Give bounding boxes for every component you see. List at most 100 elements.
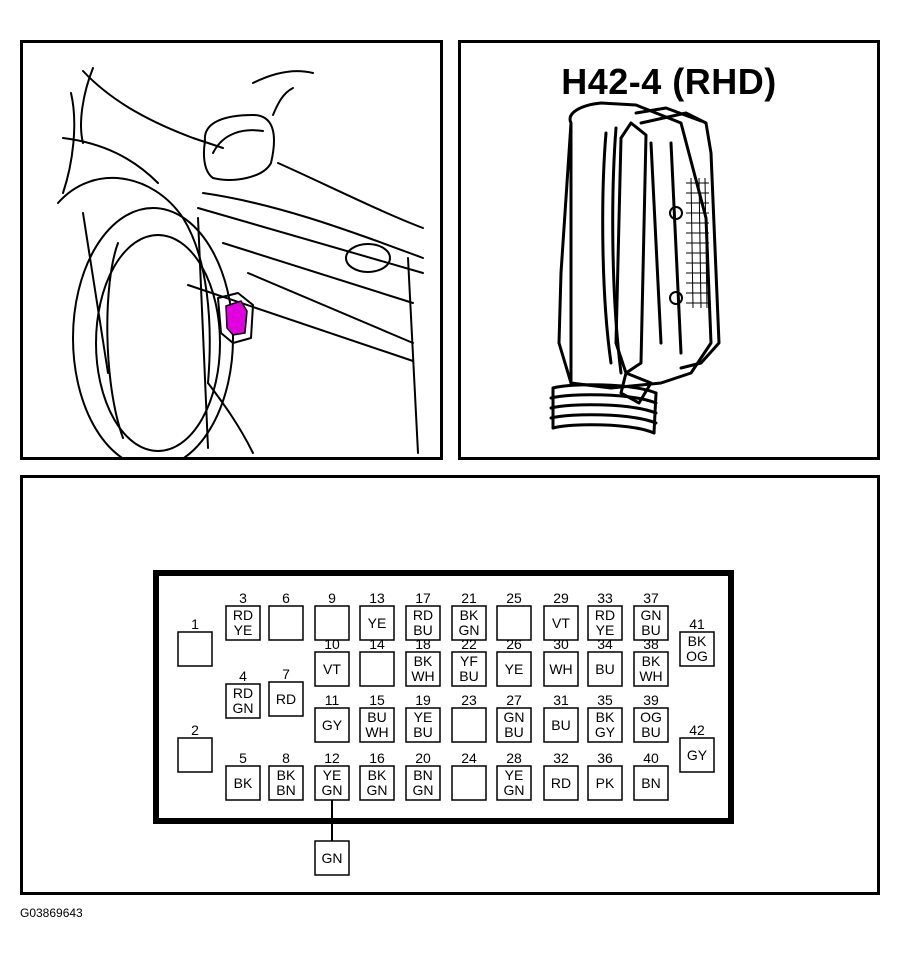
wire-color-label: BK: [368, 767, 387, 783]
wire-color-label: YE: [596, 622, 615, 638]
wire-color-label: BK: [688, 633, 707, 649]
wire-color-label: GY: [687, 747, 708, 763]
wire-color-label: VT: [552, 615, 570, 631]
pin-cavity: [177, 737, 213, 773]
pin-number: 30: [553, 636, 569, 652]
wire-color-label: YE: [234, 622, 253, 638]
pin-cavity: [451, 651, 487, 687]
pin-cavity: [679, 737, 715, 773]
pin-number: 29: [553, 590, 569, 606]
wire-color-label: RD: [233, 607, 253, 623]
pin-cavity: [633, 707, 669, 743]
wire-color-label: WH: [411, 668, 434, 684]
pin-number: 25: [506, 590, 522, 606]
wire-color-label: BU: [641, 724, 660, 740]
wire-color-label: YE: [505, 661, 524, 677]
wire-color-label: BK: [642, 653, 661, 669]
pin-14: 14: [359, 636, 395, 687]
pin-number: 5: [239, 750, 247, 766]
wire-color-label: YE: [368, 615, 387, 631]
pin-cavity: [496, 605, 532, 641]
connector-illustration: [549, 101, 721, 435]
pin-number: 19: [415, 692, 431, 708]
wire-color-label: WH: [639, 668, 662, 684]
pin-cavity: [543, 707, 579, 743]
pin-cavity: [543, 651, 579, 687]
connector-outline: [153, 570, 734, 824]
pin-number: 33: [597, 590, 613, 606]
wire-color-label: BK: [414, 653, 433, 669]
wire-color-label: BU: [413, 622, 432, 638]
pin-number: 40: [643, 750, 659, 766]
pin-cavity: [177, 631, 213, 667]
wire-color-label: RD: [595, 607, 615, 623]
pin-number: 3: [239, 590, 247, 606]
pin-number: 11: [325, 692, 340, 708]
wire-color-label: GN: [367, 782, 388, 798]
pin-6: 6: [268, 590, 304, 641]
wire-color-label: WH: [549, 661, 572, 677]
pinout-diagram: 123RDYE4RDGN5BK67RD8BKBN910VT11GY12YEGN1…: [153, 570, 734, 876]
pin-7: 7RD: [268, 666, 304, 717]
wire-color-label: YE: [505, 767, 524, 783]
pin-cavity: [225, 605, 261, 641]
wire-color-label: BK: [460, 607, 479, 623]
pin-number: 32: [553, 750, 569, 766]
wire-color-label: BK: [596, 709, 615, 725]
pin-cavity: [587, 651, 623, 687]
pin-number: 14: [369, 636, 385, 652]
pin-number: 1: [191, 616, 199, 632]
pin-5: 5BK: [225, 750, 261, 801]
wire-color-label: BU: [459, 668, 478, 684]
wire-color-label: VT: [323, 661, 341, 677]
pin-number: 26: [506, 636, 522, 652]
pin-cavity: [633, 605, 669, 641]
wire-color-label: RD: [276, 691, 296, 707]
wire-color-label: GY: [322, 717, 343, 733]
wire-color-label: RD: [551, 775, 571, 791]
pin-number: 17: [415, 590, 431, 606]
pin-cavity: [405, 707, 441, 743]
wire-color-label: YF: [460, 653, 478, 669]
wire-color-label: BU: [595, 661, 614, 677]
wire-color-label: RD: [233, 685, 253, 701]
pin-number: 2: [191, 722, 199, 738]
pin-number: 7: [282, 666, 290, 682]
pin-number: 35: [597, 692, 613, 708]
splice-label: GN: [322, 850, 343, 866]
pin-number: 38: [643, 636, 659, 652]
pin-cavity: [359, 707, 395, 743]
pin-cavity: [633, 765, 669, 801]
pin-cavity: [359, 765, 395, 801]
pin-number: 34: [597, 636, 613, 652]
pin-number: 21: [461, 590, 477, 606]
pin-cavity: [496, 707, 532, 743]
pin-number: 31: [553, 692, 569, 708]
pin-number: 27: [506, 692, 522, 708]
pin-number: 20: [415, 750, 431, 766]
pin-cavity: [268, 681, 304, 717]
wire-color-label: GN: [413, 782, 434, 798]
pin-number: 23: [461, 692, 477, 708]
pin-cavity: [496, 765, 532, 801]
pin-24: 24: [451, 750, 487, 801]
wire-color-label: BN: [641, 775, 660, 791]
wire-color-label: GN: [322, 782, 343, 798]
pin-cavity: [543, 765, 579, 801]
pin-number: 6: [282, 590, 290, 606]
pin-cavity: [268, 765, 304, 801]
pin-number: 9: [328, 590, 336, 606]
